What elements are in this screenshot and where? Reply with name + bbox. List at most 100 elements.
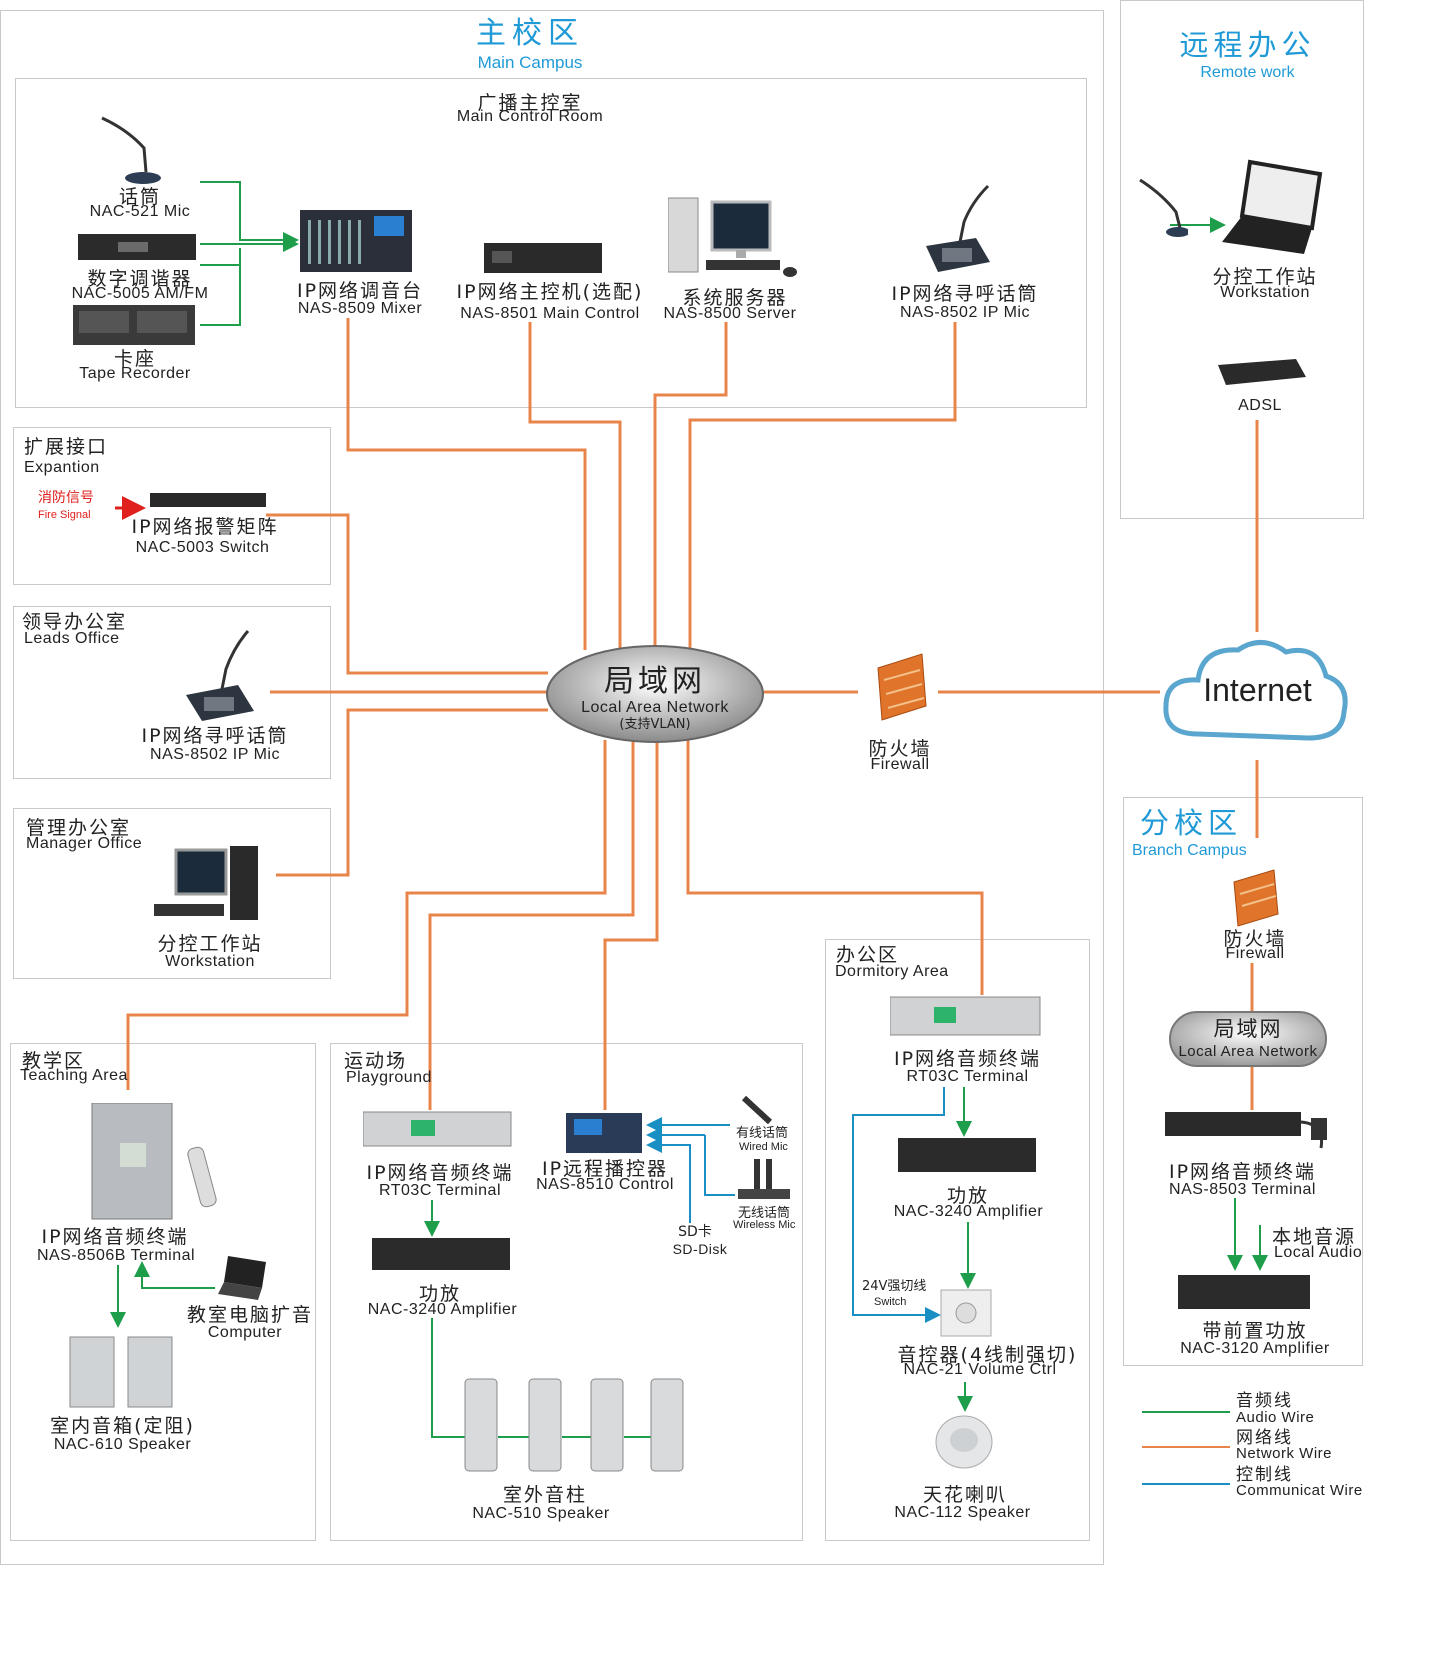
- branch-campus-title: 分校区: [1140, 806, 1243, 840]
- dormitory-terminal-label-cn: IP网络音频终端: [893, 1048, 1042, 1070]
- teaching-area-subtitle: Teaching Area: [20, 1067, 128, 1084]
- branch-campus-subtitle: Branch Campus: [1132, 842, 1247, 859]
- fire-signal-en: Fire Signal: [38, 509, 91, 521]
- adsl-modem-icon: [1218, 359, 1306, 385]
- local-audio-label-cn: 本地音源: [1272, 1226, 1357, 1248]
- legend-control-cn: 控制线: [1236, 1465, 1293, 1485]
- classroom-laptop-icon: [218, 1256, 266, 1300]
- ip-mic-label-cn: IP网络寻呼话筒: [891, 283, 1039, 305]
- outdoor-speaker-label-cn: 室外音柱: [502, 1484, 587, 1506]
- remote-work-title: 远程办公: [1179, 28, 1316, 62]
- branch-terminal-icon: [1165, 1112, 1327, 1149]
- tape-label-en: Tape Recorder: [79, 365, 191, 382]
- lan-label-cn: 局域网: [604, 664, 706, 699]
- teaching-area-title: 教学区: [22, 1050, 86, 1072]
- manager-office-title: 管理办公室: [26, 817, 132, 839]
- branch-lan-label-en: Local Area Network: [1178, 1043, 1318, 1060]
- indoor-speaker-label-en: NAC-610 Speaker: [53, 1436, 192, 1453]
- internet-label: Internet: [1203, 672, 1312, 708]
- playground-title: 运动场: [344, 1050, 408, 1072]
- playground-amplifier-icon: [372, 1238, 510, 1270]
- branch-firewall-label-cn: 防火墙: [1223, 928, 1287, 950]
- teaching-terminal-label-cn: IP网络音频终端: [41, 1226, 189, 1248]
- mixer-label-en: NAS-8509 Mixer: [297, 300, 423, 317]
- playground-terminal-label-cn: IP网络音频终端: [366, 1162, 514, 1184]
- control-room-title: 广播主控室: [477, 92, 583, 114]
- lan-label-sub: (支持VLAN): [619, 717, 691, 732]
- leads-mic-label-cn: IP网络寻呼话筒: [141, 725, 289, 747]
- manager-office-panel: [13, 808, 331, 979]
- ip-mic-icon: [926, 184, 990, 272]
- alarm-switch-icon: [150, 493, 266, 507]
- dormitory-terminal-icon: [890, 996, 1041, 1036]
- indoor-speakers-icon: [69, 1336, 173, 1408]
- alarm-switch-label-en: NAC-5003 Switch: [135, 539, 270, 556]
- manager-office-subtitle: Manager Office: [26, 835, 143, 852]
- legend-network-en: Network Wire: [1236, 1445, 1333, 1462]
- remote-workstation-label-en: Workstation: [1220, 284, 1310, 301]
- tape-recorder-icon: [73, 305, 195, 345]
- branch-lan-shape: [1169, 1011, 1327, 1067]
- teaching-terminal-label-en: NAS-8506B Terminal: [36, 1247, 196, 1264]
- desk-mic-icon: [101, 116, 161, 184]
- wired-mic-icon: [741, 1095, 773, 1125]
- server-label-cn: 系统服务器: [682, 287, 788, 309]
- tape-label-cn: 卡座: [113, 348, 156, 370]
- main-campus-subtitle: Main Campus: [477, 53, 583, 72]
- classroom-computer-label-cn: 教室电脑扩音: [186, 1304, 313, 1326]
- adsl-label: ADSL: [1238, 397, 1282, 414]
- wireless-mic-label-en: Wireless Mic: [733, 1219, 796, 1231]
- playground-subtitle: Playground: [346, 1069, 432, 1086]
- firewall-label-cn: 防火墙: [868, 738, 932, 760]
- dormitory-amp-label-en: NAC-3240 Amplifier: [893, 1203, 1044, 1220]
- ceiling-speaker-label-cn: 天花喇叭: [922, 1484, 1007, 1506]
- leads-office-subtitle: Leads Office: [24, 630, 120, 647]
- leads-ip-mic-icon: [186, 630, 254, 721]
- dormitory-amp-label-cn: 功放: [946, 1185, 989, 1207]
- wired-mic-label-en: Wired Mic: [739, 1141, 788, 1153]
- wired-mic-label-cn: 有线话筒: [736, 1126, 789, 1141]
- server-label-en: NAS-8500 Server: [663, 305, 797, 322]
- manager-workstation-label-cn: 分控工作站: [157, 933, 263, 955]
- branch-terminal-label-cn: IP网络音频终端: [1168, 1161, 1317, 1183]
- remote-controller-icon: [566, 1113, 642, 1153]
- mixer-icon: [300, 210, 412, 272]
- legend-network-cn: 网络线: [1236, 1428, 1293, 1448]
- dormitory-area-subtitle: Dormitory Area: [835, 963, 949, 980]
- expansion-subtitle: Expantion: [24, 459, 100, 476]
- remote-mic-icon: [1139, 178, 1188, 237]
- main-control-label-cn: IP网络主控机(选配): [456, 281, 644, 303]
- wireless-mic-icon: [738, 1159, 790, 1199]
- leads-office-title: 领导办公室: [22, 611, 128, 633]
- branch-firewall-label-en: Firewall: [1225, 945, 1285, 962]
- branch-lan-label-cn: 局域网: [1213, 1017, 1283, 1041]
- volume-control-label-en: NAC-21 Volume Ctrl: [903, 1361, 1057, 1378]
- lan-label-en: Local Area Network: [581, 699, 729, 716]
- ceiling-speaker-label-en: NAC-112 Speaker: [894, 1504, 1031, 1521]
- strong-switch-label-cn: 24V强切线: [862, 1279, 927, 1294]
- tuner-icon: [78, 234, 196, 260]
- remote-work-subtitle: Remote work: [1200, 64, 1295, 81]
- alarm-switch-label-cn: IP网络报警矩阵: [131, 516, 279, 538]
- legend-audio-en: Audio Wire: [1236, 1409, 1315, 1426]
- server-icon: [668, 197, 797, 277]
- lan-cloud-shape: [546, 645, 764, 743]
- playground-amp-label-cn: 功放: [418, 1283, 461, 1305]
- legend-control-en: Communicat Wire: [1236, 1482, 1363, 1499]
- main-campus-title: 主校区: [476, 16, 584, 51]
- volume-control-icon: [940, 1289, 992, 1337]
- branch-amp-label-cn: 带前置功放: [1202, 1320, 1308, 1342]
- local-audio-label-en: Local Audio: [1274, 1244, 1363, 1261]
- main-control-label-en: NAS-8501 Main Control: [460, 305, 640, 322]
- outdoor-speakers-icon: [464, 1378, 684, 1472]
- ip-mic-label-en: NAS-8502 IP Mic: [900, 304, 1030, 321]
- teaching-terminal-icon: [91, 1103, 217, 1220]
- control-room-subtitle: Main Control Room: [456, 108, 604, 125]
- legend-audio-cn: 音频线: [1236, 1391, 1293, 1411]
- dormitory-area-title: 办公区: [836, 944, 900, 966]
- manager-workstation-icon: [154, 846, 258, 920]
- remote-work-panel: [1120, 0, 1364, 519]
- indoor-speaker-label-cn: 室内音箱(定阻): [50, 1415, 195, 1437]
- dormitory-terminal-label-en: RT03C Terminal: [906, 1068, 1029, 1085]
